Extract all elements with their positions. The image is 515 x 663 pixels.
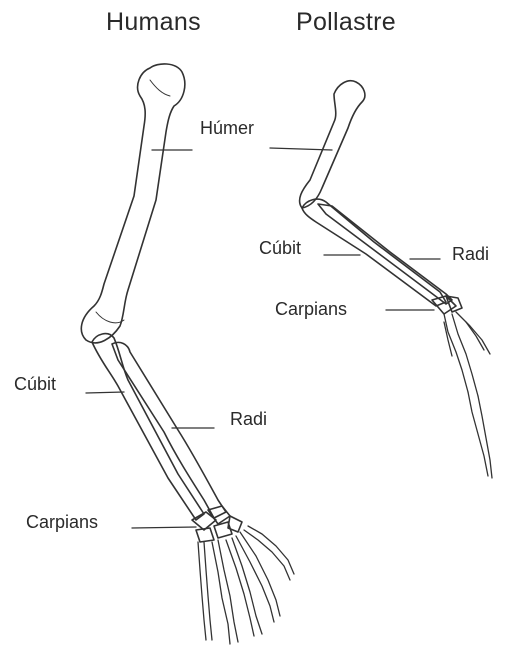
- human-leader-lines: [86, 150, 214, 528]
- carpals-leader-line: [132, 527, 196, 528]
- human-radius-bone: [112, 342, 226, 518]
- chicken-carpals-label: Carpians: [275, 299, 347, 320]
- chicken-ulna-label: Cúbit: [259, 238, 301, 259]
- chicken-leader-lines: [270, 148, 440, 310]
- human-radius-label: Radi: [230, 409, 267, 430]
- human-ulna-label: Cúbit: [14, 374, 56, 395]
- chicken-radius-label: Radi: [452, 244, 489, 265]
- ulna-leader-line: [86, 392, 124, 393]
- chicken-digit-bones: [444, 312, 492, 478]
- human-humerus-bone: [81, 64, 184, 343]
- chicken-carpal-bones: [432, 296, 462, 314]
- human-carpals-label: Carpians: [26, 512, 98, 533]
- chicken-ulna-bone: [302, 199, 446, 306]
- chicken-humerus-bone: [300, 81, 365, 208]
- human-humerus-label: Húmer: [200, 118, 254, 139]
- human-carpal-bones: [192, 506, 242, 542]
- human-ulna-bone: [92, 334, 204, 520]
- human-arm: [81, 64, 294, 644]
- chicken-wing: [270, 81, 492, 478]
- chicken-radius-bone: [318, 204, 452, 304]
- human-finger-bones: [198, 526, 294, 644]
